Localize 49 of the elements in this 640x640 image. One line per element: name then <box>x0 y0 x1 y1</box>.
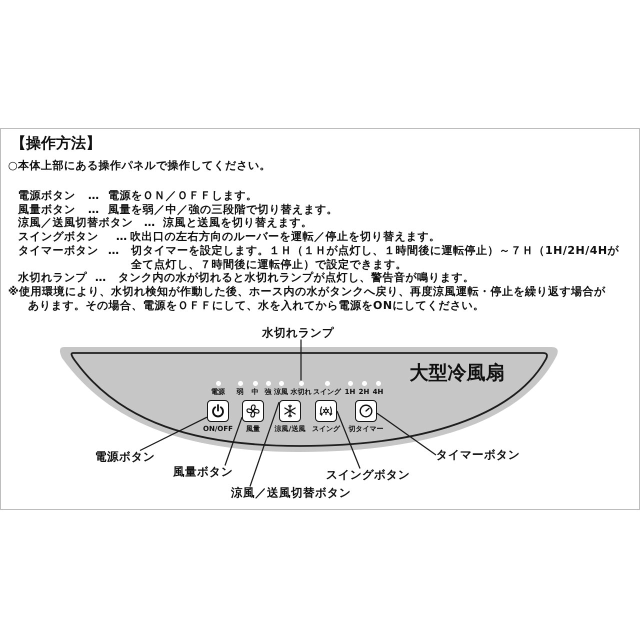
callout-label: 涼風／送風切替ボタン <box>231 486 351 500</box>
callout-label: 水切れランプ <box>262 326 334 340</box>
indicator-lamp <box>348 380 352 386</box>
panel-button <box>207 400 229 422</box>
leader-line <box>376 412 436 456</box>
indicator-lamp <box>278 380 284 386</box>
leader-line <box>140 416 208 452</box>
description-text: 電源をＯＮ／ＯＦＦします。 <box>108 189 258 203</box>
separator-dots: … <box>88 189 100 203</box>
description-text: タンク内の水が切れると水切れランプが点灯し、警告音が鳴ります。 <box>118 271 474 285</box>
term-text: 涼風／送風切替ボタン <box>18 216 133 230</box>
panel-button <box>355 400 377 422</box>
leader-line <box>300 340 302 380</box>
panel-title: 大型冷風扇 <box>410 362 504 384</box>
indicator-lamp <box>266 380 270 386</box>
term-text: スイングボタン <box>18 230 98 244</box>
term-text: 風量ボタン <box>18 203 76 216</box>
callout-label: スイングボタン <box>326 468 410 482</box>
term-text: 水切れランプ <box>18 271 87 285</box>
indicator-lamp <box>376 380 380 386</box>
term-text: タイマーボタン <box>18 244 98 258</box>
separator-dots: … <box>144 216 156 230</box>
leader-line <box>224 416 243 466</box>
description-text: 切タイマーを設定します。１Ｈ（１Ｈが点灯し、１時間後に運転停止）～７Ｈ（1H/2H/4Hが全て点灯し、７時間後に運転停止）で設定できます。 <box>131 244 620 272</box>
leader-line <box>249 402 280 487</box>
panel-button <box>242 400 264 422</box>
note-text: ※使用環境により、水切れ検知が作動した後、ホース内の水がタンクへ戻り、再度涼風運転・停止を繰り返す場合があります。その場合、電源をＯＦＦにして、水を入れてから電源をONにしてください。 <box>8 285 607 312</box>
indicator-lamp <box>324 380 330 386</box>
leader-line <box>336 410 361 469</box>
separator-dots: … <box>108 244 120 258</box>
indicator-lamp <box>298 380 304 386</box>
panel-button <box>279 400 301 422</box>
callout-label: 電源ボタン <box>95 450 155 464</box>
separator-dots: … <box>88 203 100 216</box>
instruction-text: ○本体上部にある操作パネルで操作してください。 <box>8 159 272 173</box>
term-text: 電源ボタン <box>18 189 76 203</box>
description-text: 風量を弱／中／強の三段階で切り替えます。 <box>108 203 338 216</box>
separator-dots: … <box>116 230 128 244</box>
indicator-lamp <box>216 380 220 386</box>
callout-label: 風量ボタン <box>173 466 233 478</box>
heading: 【操作方法】 <box>11 134 101 152</box>
description-text: 吹出口の左右方向のルーバーを運転／停止を切り替えます。 <box>130 230 440 244</box>
indicator-lamp <box>362 380 366 386</box>
separator-dots: … <box>95 271 106 285</box>
description-text: 涼風と送風を切り替えます。 <box>163 216 312 230</box>
callout-label: タイマーボタン <box>436 448 520 462</box>
panel-button <box>315 400 337 422</box>
indicator-lamp <box>238 380 242 386</box>
indicator-lamp <box>252 380 258 386</box>
